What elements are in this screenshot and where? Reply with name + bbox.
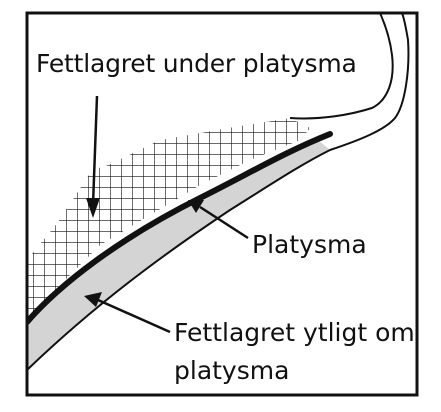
label-platysma: Platysma (252, 230, 367, 259)
diagram-frame (25, 11, 419, 397)
jaw-outline (289, 13, 394, 120)
label-fat-superficial-line1: Fettlagret ytligt om (174, 318, 415, 347)
arrow-platysma (188, 200, 249, 240)
arrow-fat-ytligt (84, 292, 171, 334)
arrow-fat-under (86, 95, 100, 218)
label-fat-superficial-line2: platysma (174, 356, 290, 385)
deep-fat-region (27, 118, 310, 318)
superficial-fat-layer (27, 140, 330, 370)
skin-line (27, 13, 410, 371)
label-fat-under-platysma: Fettlagret under platysma (36, 49, 357, 78)
platysma-line (27, 131, 333, 325)
